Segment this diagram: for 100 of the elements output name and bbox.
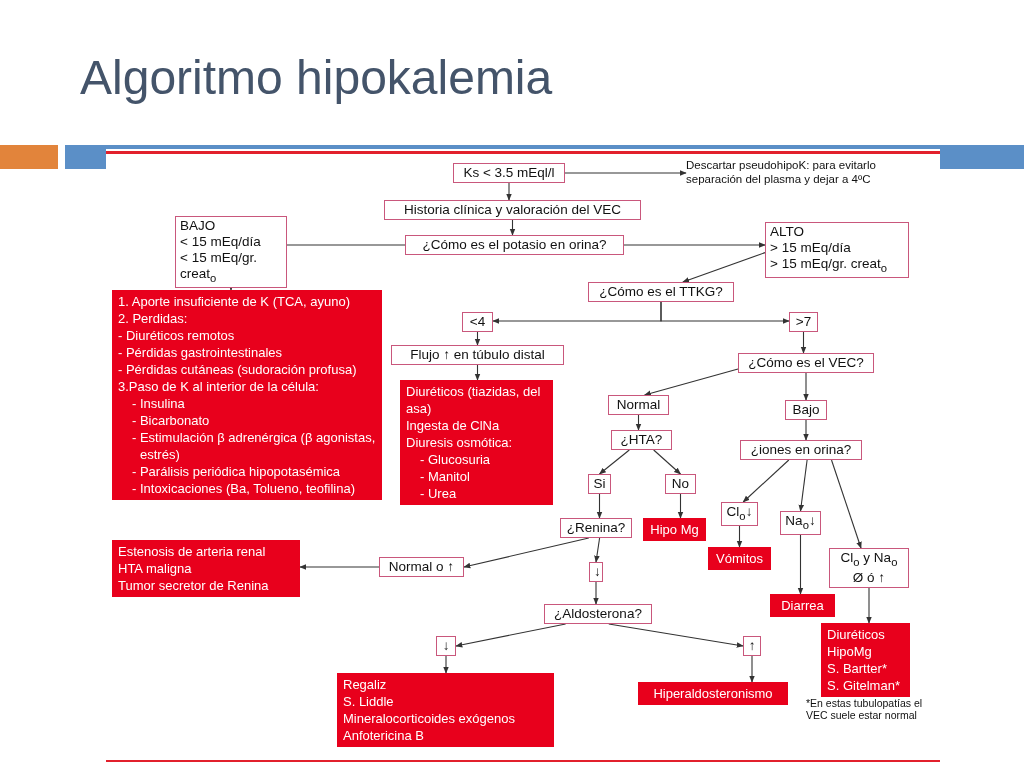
arrow [677, 493, 684, 519]
box-text: HipoMg [827, 643, 873, 660]
box-text: < 15 mEq/gr. creat$_{o}$ [180, 250, 258, 286]
box-text: > 15 mEq/día [770, 240, 852, 256]
flow-box [560, 518, 632, 538]
box-text: Tumor secretor de Renina [118, 577, 270, 594]
arrow [635, 414, 642, 431]
box-text: BAJO [180, 218, 217, 234]
arrow [593, 581, 599, 605]
box-text: HTA maligna [118, 560, 193, 577]
arrow [564, 170, 687, 176]
arrow [594, 537, 601, 563]
flow-box [405, 235, 624, 255]
box-text: Si [593, 476, 606, 492]
box-text: - Estimulación β adrenérgica (β agonistas, estrés) [131, 429, 376, 463]
box-text: Historia clínica y valoración del VEC [403, 202, 622, 218]
box-text: Ø ó ↑ [851, 569, 887, 586]
flow-box [588, 282, 734, 302]
box-text: ↑ [748, 638, 756, 654]
box-text: No [670, 476, 691, 492]
result-box [112, 540, 300, 597]
flow-box [738, 353, 874, 373]
flow-box [665, 474, 696, 494]
flow-box [379, 557, 464, 577]
arrow [660, 301, 790, 324]
result-box [638, 682, 788, 705]
box-text: ALTO [770, 224, 805, 240]
flow-box [765, 222, 909, 278]
flow-box [588, 474, 611, 494]
arrow [443, 655, 449, 674]
box-text: Normal o ↑ [387, 559, 456, 575]
flow-box [740, 440, 862, 460]
arrow [299, 564, 380, 570]
box-text: Hiperaldosteronismo [652, 685, 774, 702]
box-text: - Glucosuria [419, 451, 492, 468]
arrow [463, 537, 590, 569]
flow-box [589, 562, 603, 582]
box-text: Na$_{o}$↓ [785, 513, 816, 533]
arrow [798, 459, 808, 512]
box-text: Diuréticos (tiazidas, del asa) [406, 383, 542, 417]
flow-box [544, 604, 652, 624]
box-text: Cl$_{o}$↓ [726, 504, 753, 524]
box-text: >7 [794, 314, 813, 330]
flow-box [611, 430, 672, 450]
box-text: Anfotericina B [343, 727, 425, 744]
flow-box [462, 312, 493, 332]
box-text: S. Gitelman* [827, 677, 901, 694]
box-text: ¿Aldosterona? [553, 606, 643, 622]
result-box [643, 518, 706, 541]
note-text: Descartar pseudohipoK: para evitarlo separación del plasma y dejar a 4ºC [686, 158, 877, 186]
flow-box [780, 511, 821, 535]
box-text: ¿Renina? [565, 520, 627, 536]
box-text: - Parálisis periódica hipopotasémica [131, 463, 342, 480]
box-text: - Diuréticos remotos [118, 327, 236, 344]
arrow [797, 534, 804, 595]
arrow [800, 331, 807, 354]
arrow [623, 242, 766, 248]
arrow [643, 368, 739, 396]
box-text: Normal [615, 397, 662, 413]
arrow [803, 419, 809, 441]
box-text: Mineralocorticoides exógenos [343, 710, 516, 727]
result-box [400, 380, 553, 505]
box-text: Diarrea [780, 597, 825, 614]
box-text: - Insulina [131, 395, 186, 412]
arrow [474, 364, 481, 381]
flow-box [391, 345, 564, 365]
box-text: - Pérdidas gastrointestinales [118, 344, 284, 361]
flow-box [453, 163, 565, 183]
result-box [337, 673, 554, 747]
box-text: Cl$_{o}$ y Na$_{o}$ [839, 550, 899, 570]
box-text: S. Liddle [343, 693, 395, 710]
arrow [866, 587, 872, 624]
flow-box [384, 200, 641, 220]
box-text: ¿Cómo es el potasio en orina? [421, 237, 608, 253]
box-text: 3.Paso de K al interior de la célula: [118, 378, 320, 395]
box-text: - Manitol [419, 468, 471, 485]
footnote: *En estas tubulopatías el VEC suele estar normal [806, 697, 924, 721]
box-text: Diuresis osmótica: [406, 434, 514, 451]
arrow [596, 493, 603, 519]
box-text: Regaliz [343, 676, 388, 693]
flow-box [608, 395, 669, 415]
box-text: - Urea [419, 485, 458, 502]
box-text: < 15 mEq/día [180, 234, 262, 250]
arrow [742, 459, 790, 503]
box-text: ↓ [441, 638, 451, 654]
box-text: Vómitos [715, 550, 764, 567]
flow-box [743, 636, 761, 656]
arrow [749, 655, 755, 683]
box-text: ¿HTA? [619, 432, 664, 448]
box-text: Ingesta de ClNa [406, 417, 501, 434]
arrow [830, 459, 862, 549]
box-text: ¿iones en orina? [749, 442, 853, 458]
result-box [770, 594, 835, 617]
box-text: Flujo ↑ en túbulo distal [409, 347, 546, 363]
box-text: - Intoxicaciones (Ba, Tolueno, teofilina) [131, 480, 357, 497]
box-text: 2. Perdidas: [118, 310, 189, 327]
box-text: Diuréticos [827, 626, 886, 643]
box-text: Bajo [791, 402, 821, 418]
box-text: Estenosis de arteria renal [118, 543, 267, 560]
arrow [653, 449, 682, 475]
